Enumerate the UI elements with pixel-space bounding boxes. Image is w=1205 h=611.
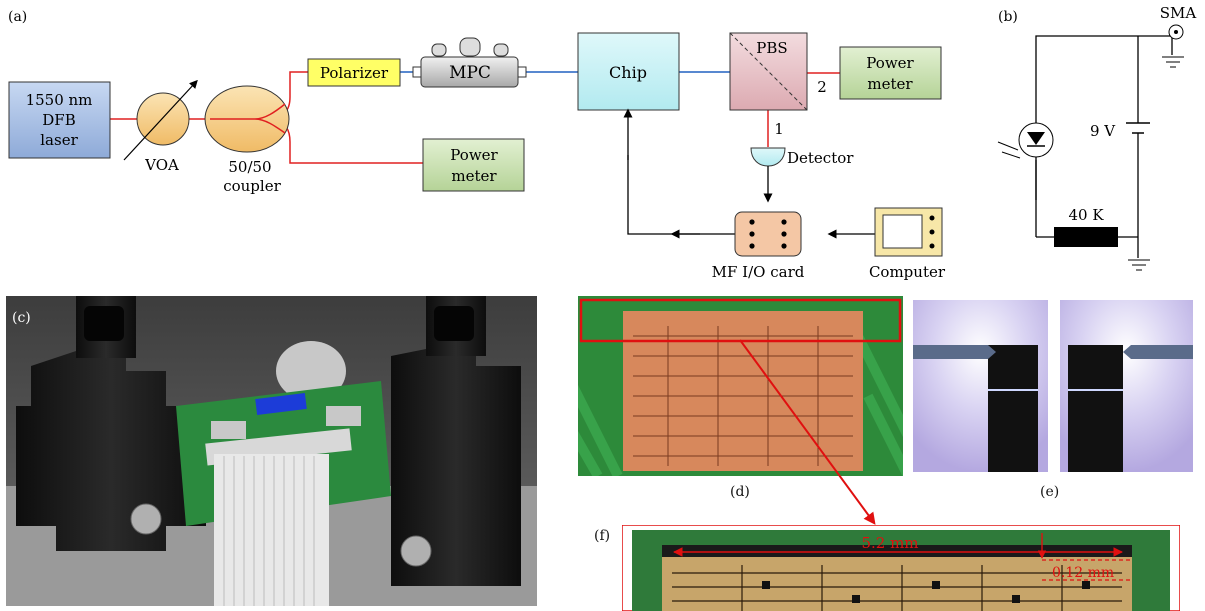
panel-label-a: (a) xyxy=(8,9,27,25)
fiber-photo-left xyxy=(913,300,1048,472)
port-2-label: 2 xyxy=(817,78,827,96)
screw-left xyxy=(130,503,162,535)
resistor-icon xyxy=(1054,227,1118,247)
panel-label-b: (b) xyxy=(998,9,1018,25)
detector-circuit: (b) SMA 9 V 40 K xyxy=(997,4,1197,271)
pbs-label: PBS xyxy=(756,39,787,57)
mpc-paddle-2 xyxy=(459,37,481,57)
mpc-label: MPC xyxy=(449,63,491,83)
mpc-paddle-1 xyxy=(431,43,447,57)
laser-label-line1: 1550 nm xyxy=(26,91,93,109)
coupler-label-line1: 50/50 xyxy=(228,158,271,176)
photodiode-icon xyxy=(997,122,1054,159)
voa-label: VOA xyxy=(144,156,179,174)
left-screw-hole xyxy=(84,306,124,341)
ribbon-stripes xyxy=(223,456,315,606)
panel-label-f: (f) xyxy=(594,528,611,544)
coupler-label-line2: coupler xyxy=(223,177,281,195)
chip-micrograph xyxy=(578,296,903,476)
pbs-box xyxy=(729,32,808,111)
power-meter-1-line2: meter xyxy=(451,167,497,185)
sma-pin xyxy=(1174,30,1178,34)
control-lines xyxy=(623,108,875,239)
power-meter-1-line1: Power xyxy=(450,146,498,164)
zoomed-waveguide: 5.2 mm 0.12 mm xyxy=(622,525,1180,611)
fiber-coupling-photos xyxy=(913,300,1193,472)
coupler-split xyxy=(210,103,286,134)
computer-screen xyxy=(882,214,923,249)
sma-label: SMA xyxy=(1160,4,1197,22)
pcb-traces xyxy=(578,333,903,476)
panel-label-c: (c) xyxy=(12,310,31,326)
power-meter-2-line1: Power xyxy=(866,54,914,72)
ground-icon-bottom xyxy=(1128,259,1150,271)
voltage-label: 9 V xyxy=(1090,122,1116,140)
battery-icon xyxy=(1126,122,1150,134)
right-screw-hole xyxy=(434,306,474,341)
laser-label-line2: DFB xyxy=(42,111,75,129)
ground-icon-top xyxy=(1162,56,1184,68)
chip-circuits xyxy=(633,326,853,466)
computer-buttons xyxy=(929,215,935,249)
panel-label-e: (e) xyxy=(1040,484,1060,500)
detector-label: Detector xyxy=(787,149,854,167)
chip-die xyxy=(623,311,863,471)
ribbon-cable xyxy=(214,454,329,606)
fiber-photo-right xyxy=(1060,300,1193,472)
cylinder-mount xyxy=(276,341,346,401)
resistor-label: 40 K xyxy=(1068,206,1104,224)
laser-box xyxy=(8,81,111,159)
io-card-pins xyxy=(749,219,787,249)
power-meter-1-box xyxy=(422,138,525,192)
panel-label-d: (d) xyxy=(730,484,750,500)
voa-arrow xyxy=(123,79,198,161)
power-meter-2-box xyxy=(839,46,942,100)
detector-icon xyxy=(750,147,786,167)
chip-label: Chip xyxy=(609,63,647,82)
polarizer-box xyxy=(307,58,401,87)
mpc-paddle-3 xyxy=(493,43,509,57)
pcb-pads xyxy=(211,406,361,439)
photonic-chip xyxy=(255,393,307,415)
port-1-label: 1 xyxy=(774,120,784,138)
mpc-body xyxy=(420,56,519,88)
power-meter-2-line2: meter xyxy=(867,75,913,93)
screw-right xyxy=(400,535,432,567)
chip-box xyxy=(577,32,680,111)
computer-label: Computer xyxy=(869,263,946,281)
width-label: 0.12 mm xyxy=(1052,565,1114,581)
laser-label-line3: laser xyxy=(40,131,78,149)
chip-mount-photo xyxy=(6,296,537,606)
polarizer-label: Polarizer xyxy=(320,64,389,82)
length-label: 5.2 mm xyxy=(861,534,918,552)
setup-schematic: (a) 1550 nm DFB laser VOA 50/50 coupler … xyxy=(8,9,946,281)
io-card-label: MF I/O card xyxy=(712,263,805,281)
zoom-pads xyxy=(762,581,1090,603)
zoom-circuits xyxy=(672,565,1122,611)
